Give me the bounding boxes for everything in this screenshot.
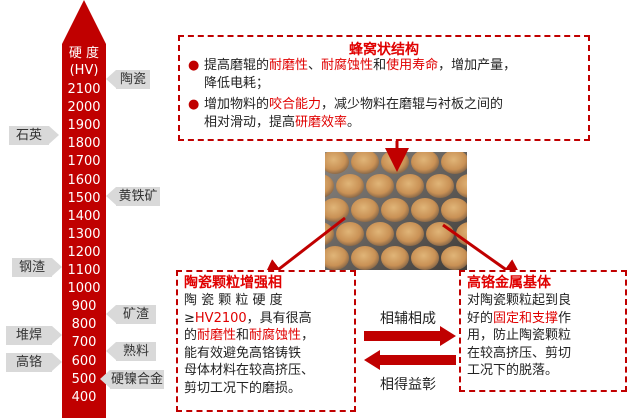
arrow-right-icon [364, 326, 456, 346]
ceramic-particle-box: 陶瓷颗粒增强相 陶 瓷 颗 粒 硬 度 ≥HV2100，具有很高 的耐磨性和耐腐… [176, 270, 356, 412]
relation-bottom-label: 相得益彰 [380, 374, 436, 394]
relation-top-label: 相辅相成 [380, 308, 436, 328]
ceramic-description: 陶 瓷 颗 粒 硬 度 ≥HV2100，具有很高 的耐磨性和耐腐蚀性， 能有效避… [184, 292, 348, 398]
arrow-left-icon [364, 350, 456, 370]
arrow-to-ceramic [270, 218, 345, 276]
arrow-to-metal [443, 225, 515, 276]
high-chrome-matrix-box: 高铬金属基体 对陶瓷颗粒起到良 好的固定和支撑作 用，防止陶瓷颗粒 在较高挤压、… [459, 270, 627, 392]
metal-description: 对陶瓷颗粒起到良 好的固定和支撑作 用，防止陶瓷颗粒 在较高挤压、剪切 工况下的… [467, 292, 619, 380]
ceramic-title: 陶瓷颗粒增强相 [184, 274, 348, 292]
metal-title: 高铬金属基体 [467, 274, 619, 292]
